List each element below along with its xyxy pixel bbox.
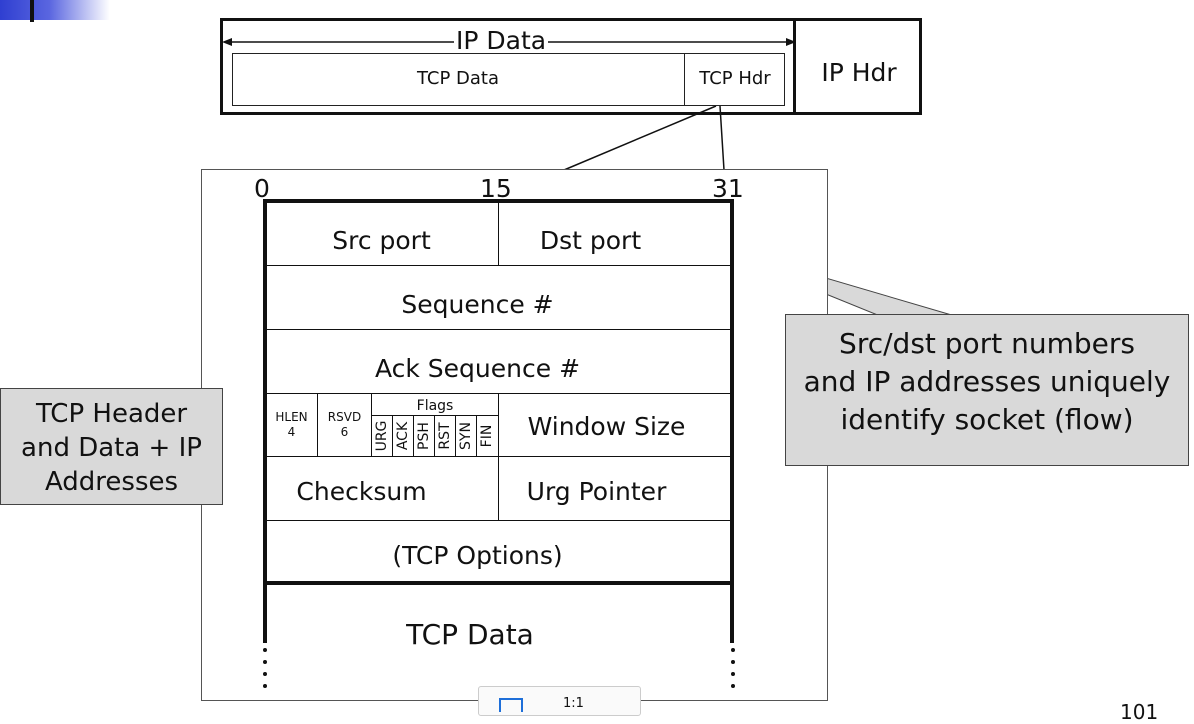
ack-sequence-field: Ack Sequence # — [374, 354, 581, 383]
header-right-border — [730, 199, 734, 584]
flag-divider — [476, 415, 477, 456]
tcp-header-frame — [201, 169, 828, 701]
callout-tcp-header-data: TCP Header and Data + IP Addresses — [0, 388, 223, 505]
window-icon[interactable] — [499, 698, 523, 712]
callout-socket-identification: Src/dst port numbers and IP addresses un… — [785, 314, 1189, 466]
flag-divider — [434, 415, 435, 456]
row-divider — [265, 329, 732, 330]
callout-right-line: identify socket (flow) — [840, 403, 1134, 436]
logo-icon — [0, 0, 110, 22]
flag-rst: RST — [437, 422, 453, 450]
header-left-border — [263, 199, 267, 584]
rsvd-bits: 6 — [340, 425, 349, 439]
ip-packet-box — [220, 18, 922, 115]
src-port-field: Src port — [332, 226, 431, 255]
flag-divider — [392, 415, 393, 456]
callout-right-line: Src/dst port numbers — [839, 327, 1135, 360]
hlen-bits: 4 — [287, 425, 296, 439]
bit-label-15: 15 — [480, 174, 512, 203]
callout-left-line: Addresses — [44, 467, 179, 497]
flag-urg: URG — [374, 420, 390, 452]
row-divider — [265, 520, 732, 521]
callout-left-line: TCP Header — [35, 399, 188, 429]
callout-left-line: and Data + IP — [21, 433, 202, 463]
ip-data-label: IP Data — [454, 26, 549, 55]
tcp-hdr-segment-label: TCP Hdr — [699, 68, 771, 89]
row-divider — [265, 265, 732, 266]
window-size-field: Window Size — [527, 412, 686, 441]
tcp-options-field: (TCP Options) — [392, 541, 563, 570]
flag-ack: ACK — [395, 421, 411, 451]
checksum-field: Checksum — [296, 477, 427, 506]
continuation-dots-right — [731, 648, 735, 696]
bit-label-0: 0 — [254, 174, 270, 203]
rsvd-field-label: RSVD — [327, 410, 362, 424]
col-divider — [317, 393, 318, 456]
hlen-field-label: HLEN — [275, 410, 308, 424]
col-divider — [371, 393, 372, 456]
tcp-hdr-divider — [684, 53, 685, 106]
header-bottom-border — [263, 581, 734, 585]
zoom-level[interactable]: 1:1 — [563, 696, 584, 711]
bit-label-31: 31 — [712, 174, 744, 203]
col-divider — [498, 393, 499, 520]
data-right-border — [730, 581, 734, 643]
dst-port-field: Dst port — [539, 226, 642, 255]
urg-pointer-field: Urg Pointer — [526, 477, 667, 506]
flag-psh: PSH — [416, 422, 432, 450]
sequence-field: Sequence # — [401, 290, 554, 319]
ip-hdr-label: IP Hdr — [821, 58, 897, 87]
flag-syn: SYN — [458, 422, 474, 450]
tcp-segment-box — [232, 53, 785, 106]
data-left-border — [263, 581, 267, 643]
col-divider — [498, 201, 499, 265]
flag-divider — [413, 415, 414, 456]
continuation-dots-left — [263, 648, 267, 696]
flag-fin: FIN — [479, 424, 495, 448]
callout-right-line: and IP addresses uniquely — [803, 365, 1171, 398]
flags-label: Flags — [416, 398, 454, 414]
tcp-data-segment-label: TCP Data — [416, 68, 500, 89]
ip-header-divider — [793, 18, 796, 115]
page-number: 101 — [1120, 700, 1159, 724]
flag-divider — [455, 415, 456, 456]
tcp-data-field: TCP Data — [406, 618, 534, 651]
